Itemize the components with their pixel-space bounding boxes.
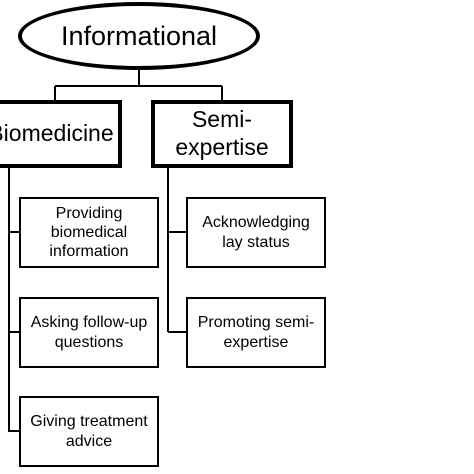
leaf-label: Providing biomedical information [49,204,129,261]
leaf-label: Acknowledging lay status [202,214,310,251]
root-label: Informational [60,20,218,51]
leaf-label: Promoting semi-expertise [197,314,315,351]
leaf-giving-treatment-advice: Giving treatment advice [19,396,159,467]
leaf-promoting-semi-expertise: Promoting semi-expertise [186,297,326,368]
category-label: Biomedicine [0,120,114,147]
category-biomedicine: Biomedicine [0,100,122,168]
category-label: Semi-expertise [175,106,269,160]
leaf-providing-biomedical-information: Providing biomedical information [19,197,159,268]
category-semi-expertise: Semi-expertise [151,100,293,168]
leaf-label: Giving treatment advice [30,413,148,450]
root-node-informational: Informational [18,2,260,70]
leaf-label: Asking follow-up questions [30,314,148,351]
leaf-acknowledging-lay-status: Acknowledging lay status [186,197,326,268]
leaf-asking-follow-up-questions: Asking follow-up questions [19,297,159,368]
